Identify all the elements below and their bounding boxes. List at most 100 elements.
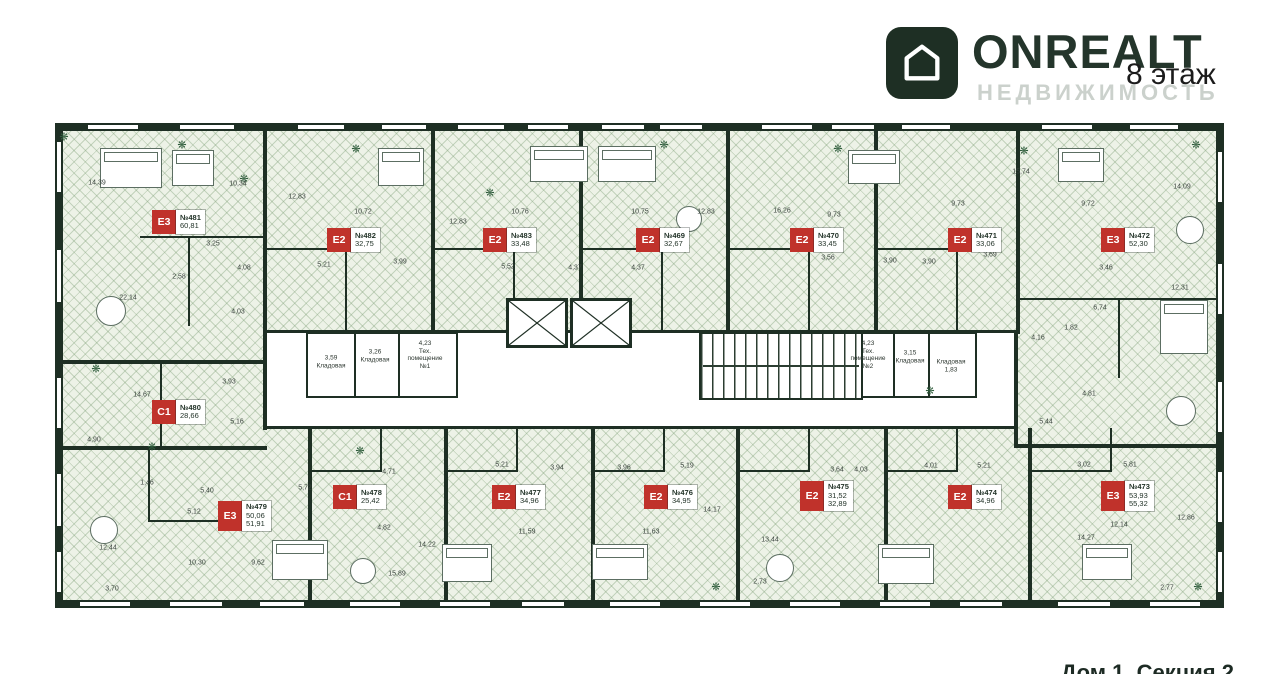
wall: [431, 129, 435, 334]
table-furniture: [350, 558, 376, 584]
apartment-area: 28,66: [180, 411, 199, 420]
apartment-number: №472: [1129, 230, 1150, 240]
wall: [308, 428, 312, 604]
wall: [55, 446, 267, 450]
utility-room-label: 4,23 Тех. помещение №1: [407, 340, 443, 370]
wall: [516, 428, 518, 472]
window: [1216, 152, 1224, 202]
window: [298, 123, 344, 131]
wall: [55, 123, 63, 608]
room-dimension: 11,63: [642, 528, 660, 536]
room-dimension: 12,83: [288, 193, 306, 201]
window: [458, 123, 504, 131]
logo-title[interactable]: ONREALT: [972, 25, 1203, 78]
window: [1058, 600, 1110, 608]
wall: [513, 248, 515, 330]
window: [170, 600, 222, 608]
apartment-area: 53,93: [1129, 490, 1148, 500]
floor-label: 8 этаж: [1126, 58, 1216, 91]
plant-icon: ❋: [239, 173, 249, 186]
room-dimension: 4,82: [377, 524, 391, 532]
room-dimension: 9,73: [951, 200, 965, 208]
wall: [661, 248, 663, 330]
bed-furniture: [1160, 300, 1208, 354]
elevator-cross-icon: [509, 301, 565, 345]
wall: [581, 248, 661, 250]
window: [440, 600, 490, 608]
apartment-area: 33,06: [976, 239, 995, 248]
room-dimension: 5,21: [977, 462, 991, 470]
wall: [593, 470, 663, 472]
window: [55, 378, 63, 428]
wall: [808, 248, 810, 330]
room-dimension: 10,34: [229, 180, 247, 188]
window: [762, 123, 812, 131]
onrealt-logo-icon[interactable]: [886, 27, 958, 99]
wall: [874, 129, 878, 334]
plant-icon: ❋: [485, 187, 495, 200]
apartment-area: 34,95: [672, 496, 691, 505]
plant-icon: ❋: [1191, 139, 1201, 152]
plant-icon: ❋: [659, 139, 669, 152]
wall: [380, 428, 382, 472]
table-furniture: [766, 554, 794, 582]
apartment-number: №479: [246, 502, 267, 511]
apartment-number: №482: [355, 230, 376, 240]
window: [700, 600, 750, 608]
apartment-area: 50,06: [246, 510, 265, 520]
room-dimension: 3,99: [393, 258, 407, 266]
room-dimension: 4,08: [237, 264, 251, 272]
plant-icon: ❋: [91, 363, 101, 376]
window: [960, 600, 1002, 608]
wall: [728, 248, 808, 250]
apartment-type: Е2: [492, 485, 516, 509]
apartment-type: С1: [152, 400, 176, 424]
room-dimension: 10,30: [188, 559, 206, 567]
plant-icon: ❋: [1193, 581, 1203, 594]
window: [522, 600, 564, 608]
plant-icon: ❋: [351, 143, 361, 156]
storage-room-box: [841, 332, 977, 398]
wall: [886, 470, 956, 472]
room-dimension: 22,14: [119, 294, 137, 302]
window: [790, 600, 840, 608]
wall: [433, 248, 513, 250]
wall: [876, 248, 956, 250]
room-dimension: 12,44: [99, 544, 117, 552]
room-dimension: 15,89: [388, 570, 406, 578]
room-dimension: 2,73: [753, 578, 767, 586]
room-dimension: 4,01: [924, 462, 938, 470]
room-dimension: 3,90: [883, 257, 897, 265]
room-dimension: 14,09: [1173, 183, 1191, 191]
window: [902, 123, 950, 131]
apartment-type: Е3: [152, 210, 176, 234]
wall: [188, 236, 190, 326]
apartment-area: 33,48: [511, 239, 530, 248]
room-dimension: 4,81: [1082, 390, 1096, 398]
room-dimension: 3,90: [922, 258, 936, 266]
apartment-number: №483: [511, 230, 532, 240]
room-dimension: 4,71: [382, 468, 396, 476]
wall: [1030, 470, 1110, 472]
window: [1216, 382, 1224, 432]
room-dimension: 5,52: [501, 263, 515, 271]
room-dimension: 9,73: [827, 211, 841, 219]
